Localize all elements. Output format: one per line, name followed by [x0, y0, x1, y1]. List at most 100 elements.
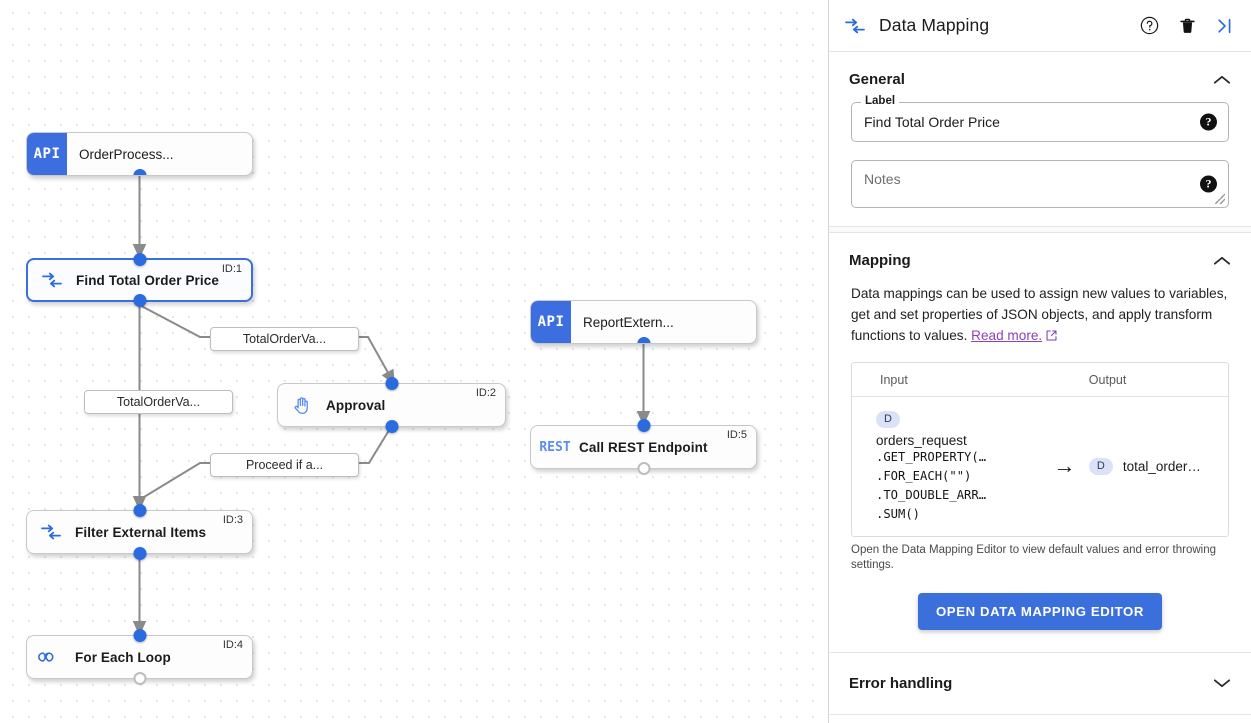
section-title: General [849, 71, 905, 88]
input-transform-line: .GET_PROPERTY(… [876, 449, 987, 464]
input-transform-line: .FOR_EACH("") [876, 468, 972, 483]
node-for-each-loop[interactable]: For Each Loop ID:4 [26, 629, 253, 685]
chevron-up-icon[interactable] [1213, 74, 1231, 86]
input-transform-line: .TO_DOUBLE_ARR… [876, 487, 987, 502]
section-divider [829, 226, 1251, 233]
help-icon[interactable]: ? [1200, 175, 1217, 193]
section-divider [829, 651, 1251, 653]
node-port-top[interactable] [133, 504, 146, 517]
node-title: Call REST Endpoint [579, 439, 708, 455]
mapping-table-header: Input Output [852, 363, 1228, 397]
edge-label[interactable]: TotalOrderVa... [84, 390, 233, 414]
node-approval[interactable]: Approval ID:2 [277, 377, 506, 433]
node-find-total-order-price[interactable]: Find Total Order Price ID:1 [26, 253, 253, 307]
section-title: Error handling [849, 674, 953, 692]
api-badge-icon: API [531, 301, 571, 343]
mapping-button-row: OPEN DATA MAPPING EDITOR [841, 573, 1239, 652]
column-header-output: Output [1088, 372, 1127, 387]
edge-label[interactable]: TotalOrderVa... [210, 327, 359, 351]
workflow-canvas[interactable]: API OrderProcess... Find Total Order Pri… [0, 0, 828, 723]
data-mapping-icon [843, 17, 867, 35]
node-title: Filter External Items [75, 524, 207, 540]
section-error-handling-header[interactable]: Error handling [841, 653, 1239, 714]
node-title: ReportExtern... [583, 314, 674, 330]
output-type-chip: D [1088, 457, 1113, 475]
node-id-tag: ID:3 [222, 514, 243, 526]
data-mapping-icon [27, 511, 75, 553]
node-port-bottom[interactable] [385, 420, 399, 433]
node-filter-external-items[interactable]: Filter External Items ID:3 [26, 504, 253, 560]
node-port-top[interactable] [133, 629, 146, 642]
label-field-legend: Label [861, 95, 900, 107]
mapping-hint: Open the Data Mapping Editor to view def… [851, 543, 1217, 571]
input-variable-name: orders_request [876, 432, 967, 448]
node-port-bottom[interactable] [133, 672, 146, 685]
node-title: For Each Loop [75, 649, 171, 665]
panel-body: General Label Find Total Order Price ? N… [829, 52, 1251, 723]
external-link-icon[interactable] [1045, 327, 1058, 348]
node-port-bottom[interactable] [133, 294, 146, 307]
notes-field-placeholder: Notes [864, 171, 901, 187]
mapping-output-cell[interactable]: D total_order… [1088, 457, 1228, 475]
node-title: OrderProcess... [79, 146, 174, 162]
mapping-input-cell[interactable]: D orders_request .GET_PROPERTY(… .FOR_EA… [852, 397, 1040, 536]
node-call-rest-endpoint[interactable]: REST Call REST Endpoint ID:5 [530, 419, 757, 475]
properties-panel: Data Mapping [828, 0, 1251, 723]
node-id-tag: ID:5 [726, 429, 747, 441]
edge-layer [132, 176, 651, 636]
section-error-handling: Error handling [829, 653, 1251, 714]
panel-header: Data Mapping [829, 0, 1251, 52]
trash-icon[interactable] [1178, 16, 1197, 36]
node-port-top[interactable] [637, 419, 650, 432]
node-report-external[interactable]: API ReportExtern... [530, 300, 757, 344]
node-order-process[interactable]: API OrderProcess... [26, 132, 253, 176]
open-data-mapping-editor-button[interactable]: OPEN DATA MAPPING EDITOR [917, 592, 1163, 630]
edge-label[interactable]: Proceed if a... [210, 453, 359, 477]
hand-icon [278, 384, 326, 426]
column-header-input: Input [880, 372, 908, 387]
data-mapping-icon [28, 260, 76, 300]
label-field-value: Find Total Order Price [864, 114, 1000, 130]
node-id-tag: ID:4 [222, 639, 243, 651]
read-more-link[interactable]: Read more. [971, 328, 1043, 343]
section-divider [829, 713, 1251, 715]
node-port-bottom[interactable] [637, 337, 650, 343]
node-id-tag: ID:2 [475, 387, 496, 399]
section-general: General Label Find Total Order Price ? N… [829, 52, 1251, 208]
notes-field-wrap: Notes ? [851, 160, 1229, 208]
section-title: Mapping [849, 252, 911, 269]
resize-handle[interactable] [1215, 194, 1225, 204]
panel-title: Data Mapping [879, 15, 990, 35]
mapping-description: Data mappings can be used to assign new … [841, 283, 1239, 362]
help-icon[interactable]: ? [1200, 113, 1217, 131]
node-port-bottom[interactable] [637, 462, 650, 475]
input-transform-line: .SUM() [876, 506, 921, 521]
node-port-bottom[interactable] [133, 169, 146, 175]
loop-icon [27, 636, 75, 678]
mapping-table: Input Output D orders_request .GET_PROPE… [851, 362, 1229, 537]
mapping-description-text: Data mappings can be used to assign new … [851, 286, 1228, 343]
api-badge-icon: API [27, 133, 67, 175]
node-title: Find Total Order Price [76, 272, 219, 288]
section-mapping-header[interactable]: Mapping [841, 233, 1239, 283]
chevron-up-icon[interactable] [1213, 255, 1231, 267]
node-port-top[interactable] [385, 377, 399, 390]
rest-badge-icon: REST [539, 439, 571, 455]
label-field[interactable]: Label Find Total Order Price ? [851, 95, 1229, 142]
output-variable-name: total_order… [1122, 458, 1201, 474]
label-field-wrap: Label Find Total Order Price ? [851, 95, 1229, 142]
node-title: Approval [326, 397, 386, 413]
input-type-chip: D [876, 410, 900, 428]
panel-actions [1139, 15, 1235, 36]
node-port-bottom[interactable] [133, 547, 146, 560]
node-id-tag: ID:1 [221, 263, 242, 275]
notes-field[interactable]: Notes ? [851, 160, 1229, 208]
table-row[interactable]: D orders_request .GET_PROPERTY(… .FOR_EA… [852, 397, 1228, 536]
mapping-arrow-icon: → [1053, 453, 1076, 479]
node-port-top[interactable] [133, 253, 146, 266]
section-general-header[interactable]: General [841, 52, 1239, 102]
help-circle-icon[interactable] [1139, 15, 1160, 36]
chevron-down-icon[interactable] [1213, 677, 1231, 689]
collapse-panel-icon[interactable] [1215, 16, 1235, 36]
